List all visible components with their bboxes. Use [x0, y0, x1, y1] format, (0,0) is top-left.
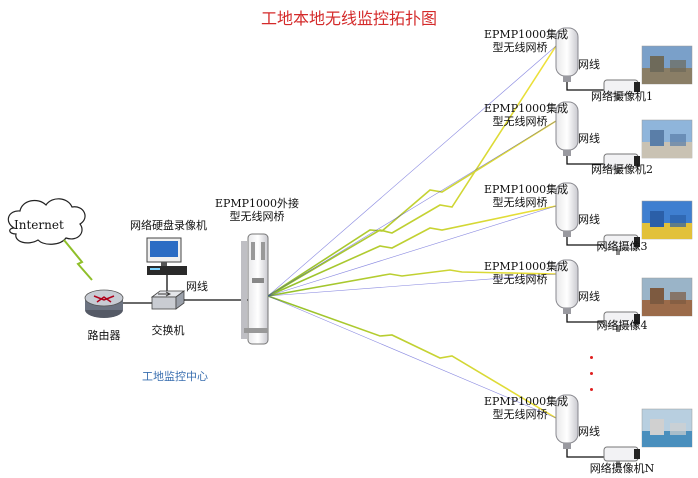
- integrated-bridge-icon: [555, 259, 579, 314]
- bridge-label-line1: EPMP1000集成: [484, 260, 569, 273]
- bridge-label-line1: EPMP1000集成: [484, 183, 569, 196]
- camera-label: 网络摄像机1: [591, 90, 653, 103]
- cable-label: 网线: [578, 425, 600, 438]
- camera-label: 网络摄像3: [596, 240, 648, 253]
- site-photo: [641, 277, 693, 317]
- cable-label: 网线: [578, 58, 600, 71]
- remote-sites: [555, 27, 693, 467]
- base-bridge-icon: [241, 233, 269, 345]
- cable-label: 网线: [578, 213, 600, 226]
- site-photo: [641, 119, 693, 159]
- bridge-label-line2: 型无线网桥: [492, 115, 548, 128]
- router-label: 路由器: [87, 329, 121, 342]
- bridge-label-line1: EPMP1000集成: [484, 102, 569, 115]
- integrated-bridge-label: EPMP1000集成型无线网桥: [484, 260, 569, 286]
- continuation-dot: [590, 388, 593, 391]
- internet-label: Internet: [14, 218, 64, 232]
- bridge-label-line2: 型无线网桥: [492, 408, 548, 421]
- monitoring-center-label: 工地监控中心: [142, 370, 208, 383]
- integrated-bridge-label: EPMP1000集成型无线网桥: [484, 102, 569, 128]
- bridge-label-line2: 型无线网桥: [492, 273, 548, 286]
- bridge-label-line1: EPMP1000集成: [484, 395, 569, 408]
- bridge-label-line2: 型无线网桥: [492, 41, 548, 54]
- ip-camera-icon: [603, 311, 640, 332]
- integrated-bridge-label: EPMP1000集成型无线网桥: [484, 28, 569, 54]
- integrated-bridge-icon: [555, 394, 579, 449]
- switch-icon: [150, 290, 186, 310]
- router-icon: [84, 289, 124, 318]
- cable-bridge-camera: [566, 314, 604, 323]
- base-bridge-label: EPMP1000外接 型无线网桥: [212, 197, 302, 223]
- ip-camera-icon: [603, 234, 640, 255]
- continuation-dot: [590, 372, 593, 375]
- switch-label: 交换机: [151, 324, 185, 337]
- ip-camera-icon: [603, 79, 640, 100]
- integrated-bridge-icon: [555, 182, 579, 237]
- cable-bridge-camera: [566, 237, 604, 246]
- remote-site-1: [555, 27, 693, 100]
- camera-label: 网络摄像机N: [589, 462, 655, 475]
- cable-bridge-camera: [566, 156, 604, 165]
- base-bridge-label-line1: EPMP1000外接: [214, 197, 300, 210]
- cable-bridge-camera: [566, 449, 604, 458]
- site-photo: [641, 408, 693, 448]
- integrated-bridge-label: EPMP1000集成型无线网桥: [484, 395, 569, 421]
- camera-label: 网络摄像机2: [591, 163, 653, 176]
- camera-label: 网络摄像4: [596, 319, 648, 332]
- diagram-title: 工地本地无线监控拓扑图: [260, 9, 437, 28]
- base-bridge-label-line2: 型无线网桥: [229, 210, 285, 223]
- continuation-dot: [590, 356, 593, 359]
- site-photo: [641, 45, 693, 85]
- remote-site-2: [555, 101, 693, 174]
- site-photo: [641, 200, 693, 240]
- internet-cloud-icon: [7, 198, 86, 245]
- lan-cable-label: 网线: [186, 280, 208, 293]
- remote-site-4: [555, 259, 693, 332]
- nvr-label: 网络硬盘录像机: [130, 219, 207, 232]
- remote-site-5: [555, 394, 693, 467]
- cable-label: 网线: [578, 290, 600, 303]
- remote-site-3: [555, 182, 693, 255]
- bridge-label-line1: EPMP1000集成: [484, 28, 569, 41]
- bridge-label-line2: 型无线网桥: [492, 196, 548, 209]
- ip-camera-icon: [603, 446, 640, 467]
- integrated-bridge-icon: [555, 101, 579, 156]
- cable-bridge-camera: [566, 82, 604, 91]
- nvr-icon: [146, 237, 187, 275]
- cable-label: 网线: [578, 132, 600, 145]
- integrated-bridge-label: EPMP1000集成型无线网桥: [484, 183, 569, 209]
- integrated-bridge-icon: [555, 27, 579, 82]
- ip-camera-icon: [603, 153, 640, 174]
- wireless-link-internet: [63, 239, 93, 281]
- wireless-links: [267, 45, 557, 419]
